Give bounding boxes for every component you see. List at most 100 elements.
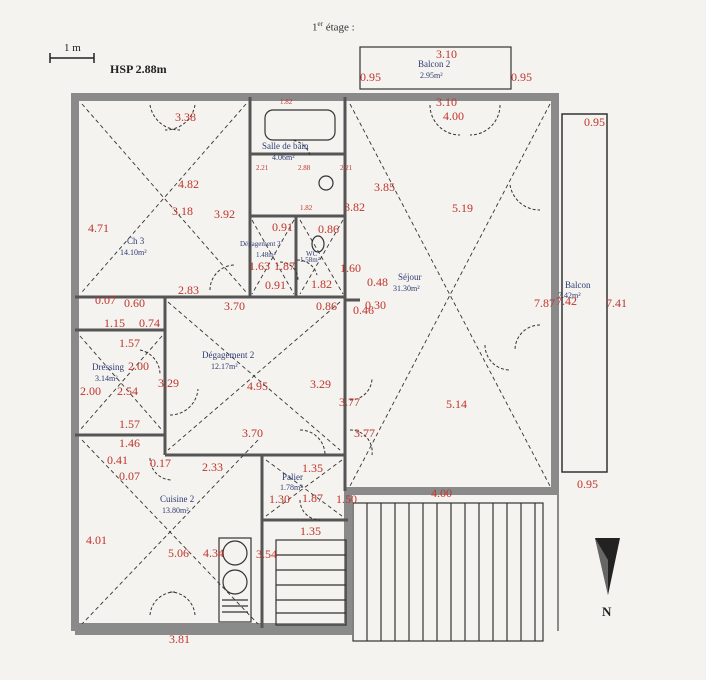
plan-title: 1er étage : [312, 20, 355, 34]
room-name-balcon: Balcon [565, 280, 591, 290]
dim-label: 0.91 [272, 220, 293, 234]
room-name-sdb: Salle de bain [262, 141, 309, 151]
bathtub [264, 109, 336, 141]
dim-label: 4.82 [178, 177, 199, 191]
room-name-dressing: Dressing [92, 362, 124, 372]
dim-label: 4.00 [443, 109, 464, 123]
scale-bar [49, 53, 95, 63]
dim-label: 1.50 [336, 492, 357, 506]
dim-label: 1.35 [302, 461, 323, 475]
dim-label: 0.74 [139, 316, 160, 330]
dim-label: 1.15 [104, 316, 125, 330]
dim-label: 3.10 [436, 95, 457, 109]
dim-label: 3.38 [175, 110, 196, 124]
dim-label: 0.95 [360, 70, 381, 84]
dim-label: 7.87 [534, 296, 555, 310]
dim-label: 7.41 [606, 296, 627, 310]
room-name-wc: WC [306, 250, 318, 258]
balcon-outline [561, 113, 608, 473]
dim-label: 1.87 [302, 491, 323, 505]
dim-label: 1.82 [311, 277, 332, 291]
dim-label: 1.30 [269, 492, 290, 506]
dim-label: 2.21 [256, 164, 269, 172]
room-name-palier: Palier [282, 472, 303, 482]
interior-walls [75, 97, 360, 628]
dim-label: 3.77 [354, 426, 375, 440]
dim-label: 1.60 [340, 261, 361, 275]
dim-label: 0.17 [150, 456, 171, 470]
room-area-deg2: 12.17m² [211, 362, 238, 371]
dim-label: 0.46 [353, 303, 374, 317]
dim-label: 0.60 [124, 296, 145, 310]
dim-label: 1.63 [249, 259, 270, 273]
dim-label: 4.95 [247, 379, 268, 393]
staircase [275, 539, 347, 626]
dim-label: 3.29 [310, 377, 331, 391]
notch-walls [75, 97, 559, 635]
dim-label: 1.82 [300, 204, 313, 212]
dim-label: 0.95 [511, 70, 532, 84]
dim-label: 1.82 [280, 98, 293, 106]
scale-label: 1 m [64, 42, 81, 54]
dim-label: 0.41 [107, 453, 128, 467]
room-area-dressing: 3.14m² [95, 374, 118, 383]
room-area-ch3: 14.10m² [120, 248, 147, 257]
balcon-2-outline [359, 46, 512, 90]
dim-label: 1.57 [119, 336, 140, 350]
dim-label: 1.46 [119, 436, 140, 450]
room-area-sdb: 4.06m² [272, 153, 295, 162]
dim-label: 3.29 [158, 376, 179, 390]
dim-label: 3.54 [256, 547, 277, 561]
title-number: 1 [312, 21, 318, 34]
dim-label: 3.10 [436, 47, 457, 61]
dim-label: 5.14 [446, 397, 467, 411]
room-labels: Balcon 2 2.95m² Salle de bain 4.06m² Ch … [92, 59, 591, 515]
room-diagonals [79, 103, 551, 625]
room-area-cuisine2: 13.80m² [162, 506, 189, 515]
dim-label: 7.42 [556, 294, 577, 308]
dim-label: 1.57 [119, 417, 140, 431]
room-name-sejour: Séjour [398, 272, 422, 282]
room-name-cuisine2: Cuisine 2 [160, 494, 194, 504]
dim-label: 3.81 [169, 632, 190, 646]
dim-label: 0.48 [367, 275, 388, 289]
room-area-sejour: 31.30m² [393, 284, 420, 293]
dim-label: 4.71 [88, 221, 109, 235]
dim-label: 0.07 [119, 469, 140, 483]
dim-label: 5.06 [168, 546, 189, 560]
dim-label: 2.54 [117, 384, 138, 398]
north-arrow [595, 538, 620, 595]
room-name-balcon-2: Balcon 2 [418, 59, 450, 69]
dim-label: 0.95 [584, 115, 605, 129]
dim-label: 4.01 [86, 533, 107, 547]
toilet [311, 235, 325, 253]
dim-label: 2.00 [80, 384, 101, 398]
dim-label: 0.95 [577, 477, 598, 491]
title-superscript: er [317, 20, 323, 28]
dim-label: 3.70 [242, 426, 263, 440]
dim-label: 1.35 [300, 524, 321, 538]
terrace-stripes [352, 502, 544, 642]
title-text: étage : [322, 21, 355, 34]
room-area-palier: 1.78m² [280, 483, 303, 492]
room-area-balcon: 7.42m² [558, 291, 581, 300]
dim-label: 2.00 [128, 359, 149, 373]
dim-label: 0.91 [265, 278, 286, 292]
dim-label: 0.07 [95, 293, 116, 307]
dim-label: 3.77 [339, 395, 360, 409]
room-name-deg3: Dégagement 3 [240, 240, 281, 248]
sink [318, 175, 334, 191]
dim-label: 4.34 [203, 546, 224, 560]
dim-label: 0.86 [316, 299, 337, 313]
door-swings [139, 104, 541, 616]
terrace-notch [352, 491, 557, 631]
room-area-wc: 1.58m² [300, 256, 320, 264]
dim-label: 3.92 [214, 207, 235, 221]
room-name-deg2: Dégagement 2 [202, 350, 254, 360]
dim-label: 5.19 [452, 201, 473, 215]
dim-label: 2.33 [202, 460, 223, 474]
dim-label: 3.18 [172, 204, 193, 218]
room-name-ch3: Ch 3 [127, 236, 145, 246]
